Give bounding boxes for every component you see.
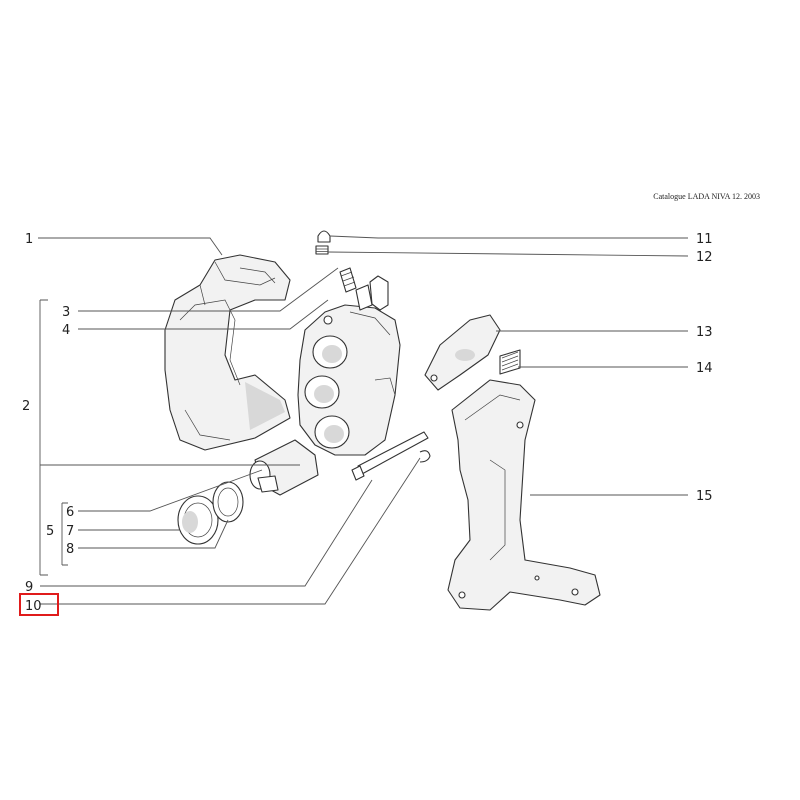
callout-12: 12 [696,250,713,265]
part-13-anti-rattle-plate[interactable] [424,314,501,391]
callout-5: 5 [46,524,54,539]
callout-8: 8 [66,542,74,557]
part-7-dust-boot[interactable] [177,495,219,545]
callout-10[interactable]: 10 [25,599,42,614]
callout-numbers: 1 2 3 4 5 6 7 8 9 10 11 12 13 14 15 [22,232,713,614]
callout-1: 1 [25,232,33,247]
callout-3: 3 [62,305,70,320]
part-14-spring[interactable] [499,349,521,375]
callout-11: 11 [696,232,713,247]
part-11-dust-cap[interactable] [317,230,331,243]
part-12-bleed-valve[interactable] [315,245,329,255]
selected-callout-highlight [19,593,59,616]
callout-6: 6 [66,505,74,520]
part-4-hose-fitting[interactable] [355,275,389,311]
catalogue-caption: Catalogue LADA NIVA 12. 2003 [653,192,760,201]
callout-2: 2 [22,399,30,414]
callout-9: 9 [25,580,33,595]
leader-lines [38,235,689,605]
callout-7: 7 [66,524,74,539]
callout-14: 14 [696,361,713,376]
part-3-bleeder-screw[interactable] [339,267,357,293]
callout-4: 4 [62,323,70,338]
part-1-brake-pad-housing[interactable] [164,254,291,451]
part-10-retaining-clip[interactable] [419,450,431,463]
part-15-caliper-bracket[interactable] [447,379,601,611]
caliper-body[interactable] [297,304,401,456]
part-8-piston-seal[interactable] [212,481,244,523]
callout-15: 15 [696,489,713,504]
part-9-guide-pin[interactable] [351,431,429,481]
part-6-piston[interactable] [249,439,319,496]
callout-13: 13 [696,325,713,340]
